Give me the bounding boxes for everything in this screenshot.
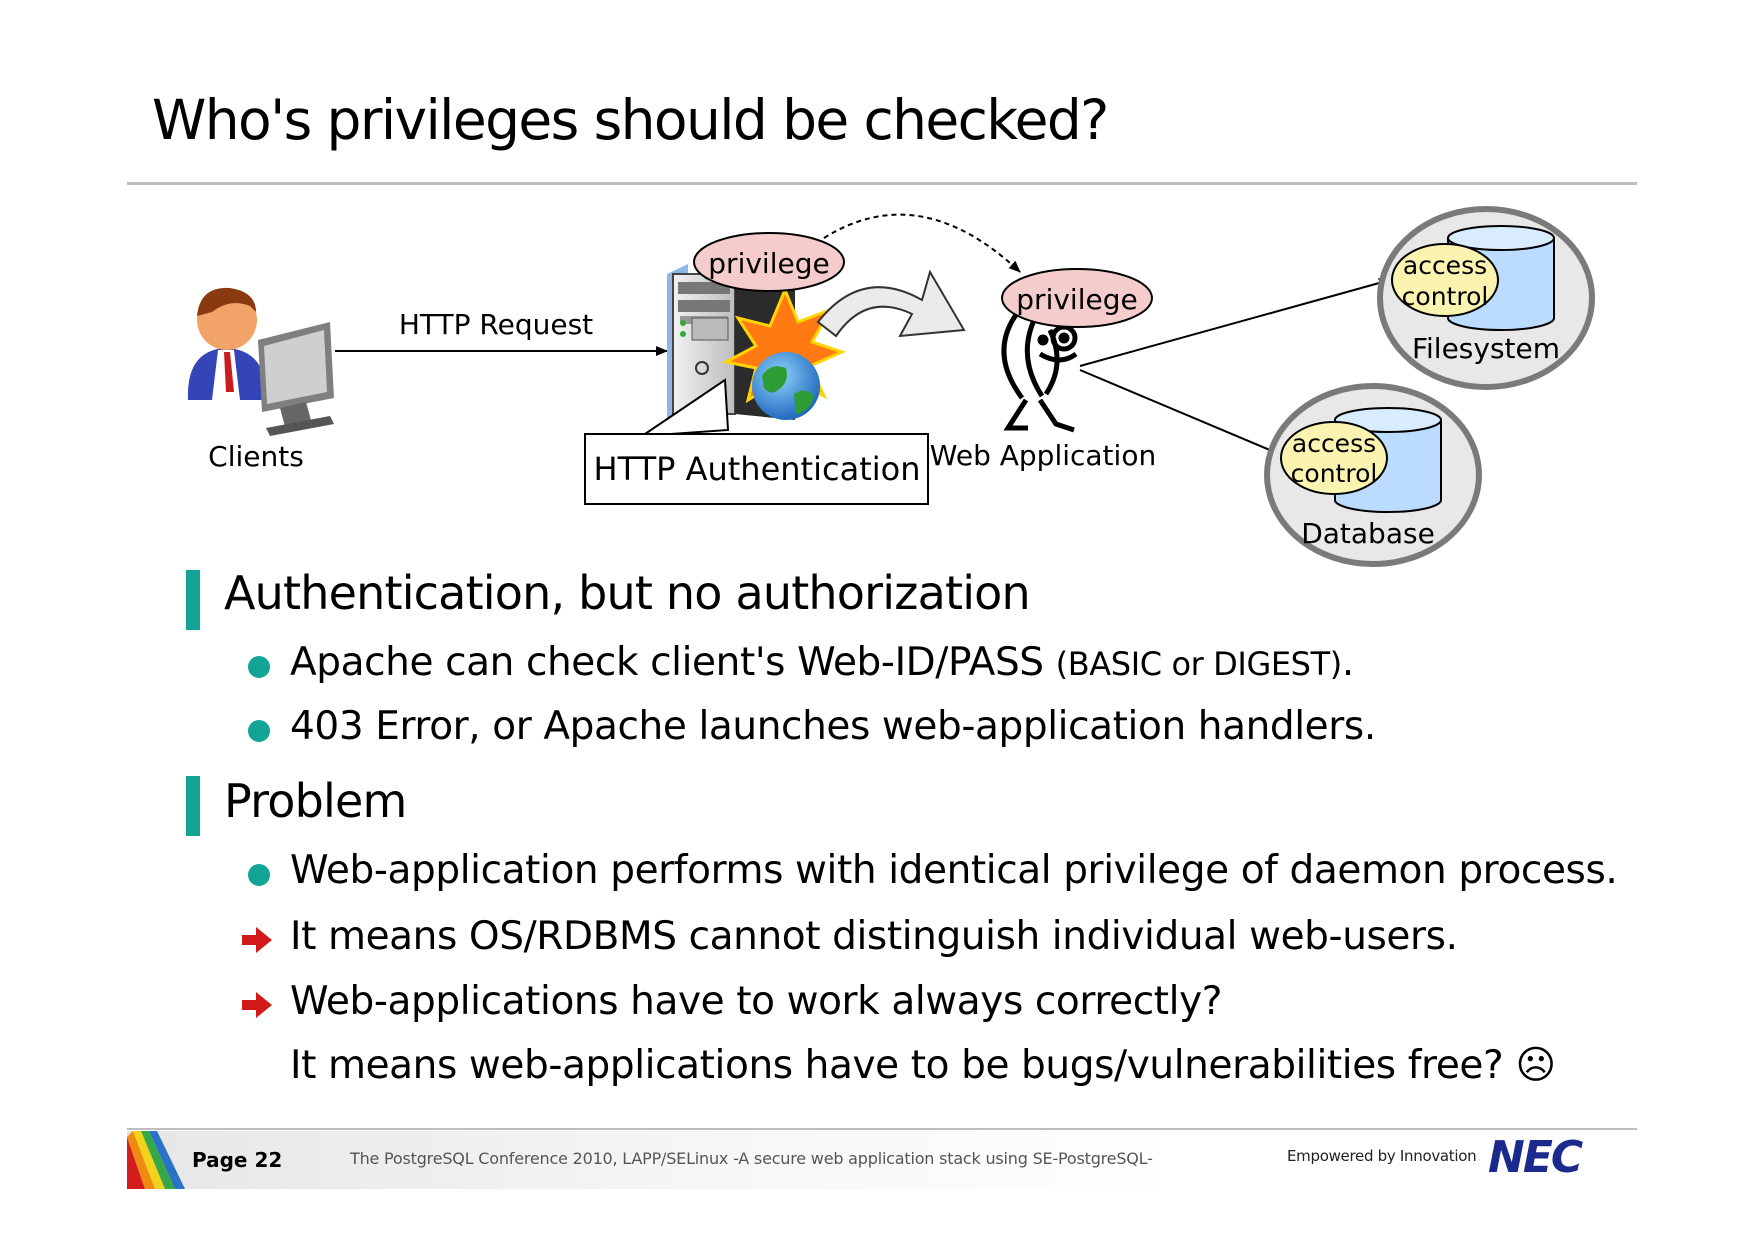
- slide-title: Who's privileges should be checked?: [152, 88, 1109, 152]
- bullet-text: 403 Error, or Apache launches web-applic…: [290, 704, 1376, 749]
- section-heading: Problem: [224, 774, 407, 828]
- section-marker: [186, 570, 200, 630]
- filesystem-access-line2: control: [1402, 282, 1489, 311]
- filesystem-access-line1: access: [1403, 251, 1487, 280]
- rainbow-stripe-logo: [127, 1131, 185, 1189]
- bullet-text: Apache can check client's Web-ID/PASS (B…: [290, 640, 1354, 685]
- arrow-bullet-icon: [242, 927, 272, 953]
- web-app-character-icon: [1001, 310, 1078, 433]
- filesystem-label: Filesystem: [1412, 332, 1560, 365]
- bullet-continuation-text: It means web-applications have to be bug…: [290, 1043, 1556, 1088]
- brand-logo: NEC: [1488, 1132, 1583, 1183]
- arrow-to-database: [1079, 369, 1285, 457]
- bullet-small-text: (BASIC or DIGEST): [1055, 645, 1343, 683]
- http-authentication-box: [584, 433, 929, 505]
- database-label: Database: [1301, 517, 1435, 550]
- bullet-text: Web-applications have to work always cor…: [290, 979, 1223, 1024]
- web-application-label: Web Application: [930, 439, 1156, 472]
- user-at-computer-icon: [187, 287, 334, 436]
- filesystem-resource: [1377, 206, 1595, 390]
- server-privilege-bubble: [693, 232, 845, 292]
- footer-divider: [127, 1128, 1637, 1130]
- bullet-dot: [248, 864, 270, 886]
- webapp-privilege-label: privilege: [1016, 283, 1137, 316]
- arrow-to-filesystem: [1079, 278, 1391, 367]
- database-access-line2: control: [1291, 459, 1378, 488]
- database-access-bubble: [1280, 421, 1388, 495]
- section-heading: Authentication, but no authorization: [224, 566, 1031, 620]
- footer-tagline: Empowered by Innovation: [1287, 1147, 1477, 1165]
- bullet-text: Web-application performs with identical …: [290, 848, 1618, 893]
- privilege-flow-diagram: Clients HTTP Request HTTP Authentication…: [187, 206, 1595, 567]
- privilege-handover-arrow: [823, 213, 1021, 273]
- http-request-label: HTTP Request: [399, 308, 593, 341]
- bullet-main-text: Apache can check client's Web-ID/PASS: [290, 640, 1044, 685]
- footer-band: [127, 1131, 1637, 1189]
- section-marker: [186, 776, 200, 836]
- http-authentication-label: HTTP Authentication: [594, 450, 921, 488]
- footer-citation: The PostgreSQL Conference 2010, LAPP/SEL…: [350, 1149, 1153, 1168]
- page-number: Page 22: [192, 1148, 283, 1172]
- bullet-dot: [248, 656, 270, 678]
- bullet-tail: .: [1341, 640, 1354, 685]
- clients-label: Clients: [208, 440, 304, 473]
- curved-arrow-icon: [816, 269, 966, 338]
- bullet-text: It means OS/RDBMS cannot distinguish ind…: [290, 914, 1458, 959]
- filesystem-access-bubble: [1391, 243, 1499, 317]
- server-privilege-label: privilege: [708, 247, 829, 280]
- arrow-bullet-icon: [242, 992, 272, 1018]
- title-divider: [127, 182, 1637, 185]
- globe-icon: [752, 352, 820, 420]
- database-access-line1: access: [1292, 429, 1376, 458]
- bullet-dot: [248, 720, 270, 742]
- webapp-privilege-bubble: [1001, 268, 1153, 328]
- database-resource: [1264, 383, 1482, 567]
